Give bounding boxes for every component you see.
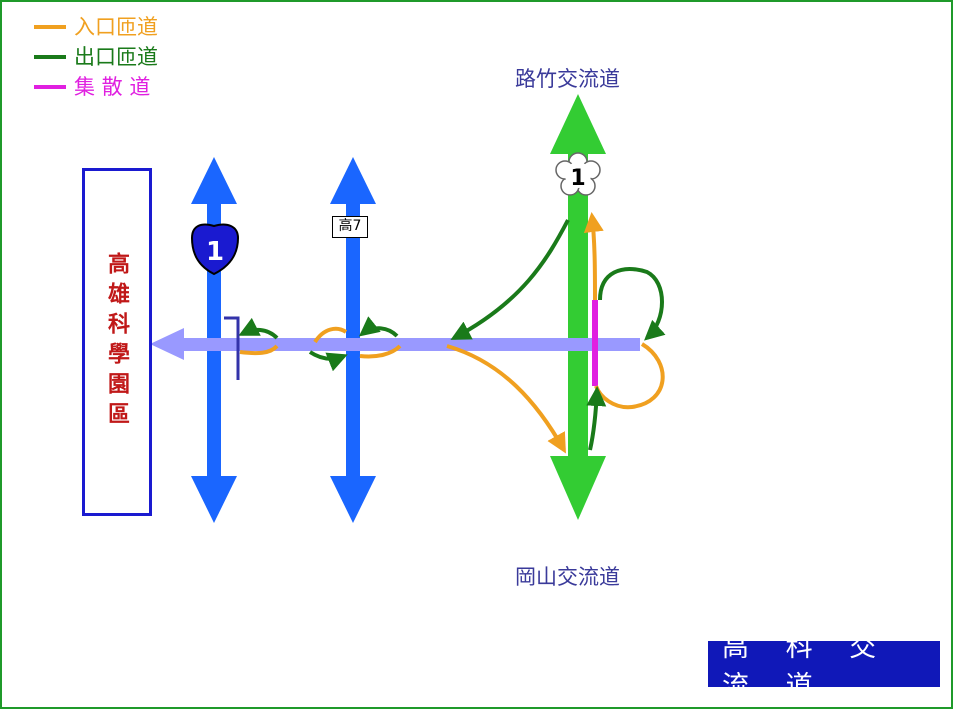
freeway-south-arrow: [550, 456, 606, 520]
science-park-label: 高雄科學園區: [104, 252, 130, 432]
entrance-ramp-r7-west: [313, 326, 348, 344]
entrance-ramp-r7-east: [359, 344, 402, 359]
north-interchange-label: 路竹交流道: [515, 67, 620, 91]
entrance-ramp-loop: [594, 342, 665, 410]
legend-swatch-entrance: [34, 25, 66, 29]
south-interchange-label: 岡山交流道: [515, 565, 620, 589]
plum-blossom-shield-icon: 1: [555, 152, 601, 196]
exit-ramp-left: [238, 317, 279, 340]
exit-ramp-r7-east: [358, 316, 399, 338]
entrance-ramp-north: [583, 212, 604, 301]
connector-road: [150, 328, 640, 360]
blue-shield-icon: 1: [190, 223, 240, 276]
legend-swatch-collector: [34, 85, 66, 89]
freeway-1-green: [550, 94, 606, 520]
legend-collector: 集 散 道: [34, 75, 150, 99]
route-box-icon: 高7: [332, 216, 368, 238]
entrance-ramp-south: [446, 344, 566, 454]
exit-ramp-north: [450, 219, 570, 340]
legend-entrance: 入口匝道: [34, 15, 158, 39]
legend-label-entrance: 入口匝道: [74, 15, 158, 39]
junction-bracket: [224, 316, 240, 380]
science-park-box: 高雄科學園區: [82, 168, 152, 516]
legend-label-collector: 集 散 道: [74, 75, 151, 99]
legend-label-exit: 出口匝道: [74, 45, 158, 69]
shield-number-plum: 1: [570, 166, 585, 191]
shield-number-blue: 1: [206, 237, 224, 267]
exit-ramp-loop: [598, 267, 666, 341]
exit-ramp-r7-west: [308, 350, 348, 372]
legend-swatch-exit: [34, 55, 66, 59]
freeway-north-arrow: [550, 94, 606, 154]
legend-exit: 出口匝道: [34, 45, 158, 69]
entrance-ramp-left: [239, 344, 279, 356]
exit-ramp-south: [586, 386, 607, 451]
diagram-title: 高 科 交 流 道: [708, 632, 940, 702]
